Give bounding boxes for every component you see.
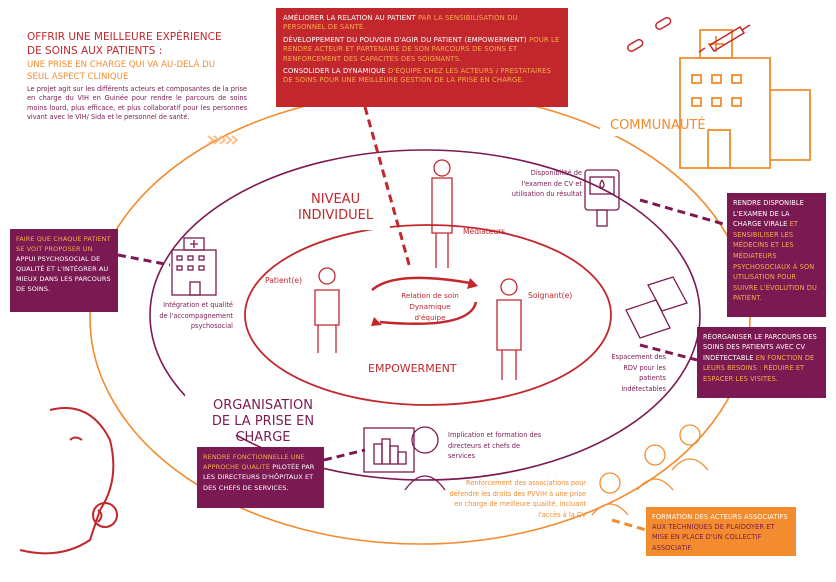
label-organisation-line2: DE LA PRISE EN CHARGE <box>211 414 315 445</box>
top-box-p2-strong: DÉVELOPPEMENT DU POUVOIR D'AGIR DU PATIE… <box>283 35 527 44</box>
top-box-p1-rest: PAR LA SENSIBILISATION DU PERSONNEL DE S… <box>283 14 518 32</box>
pill-icon <box>627 16 672 52</box>
right-box2-highlight: EN FONCTION DE LEURS BESOINS : RÉDUIRE E… <box>703 353 815 383</box>
psychosocial-box: FAIRE QUE CHAQUE PATIENT SE VOIT PROPOSE… <box>10 229 118 312</box>
top-box-p3-rest: D'ÉQUIPE CHEZ LES ACTEURS / PRESTATAIRES… <box>283 67 552 85</box>
label-individuel: INDIVIDUEL <box>298 208 374 223</box>
cv-test-device-icon <box>584 169 620 227</box>
hospital-icon <box>679 29 811 169</box>
hospital-icon <box>171 237 217 296</box>
label-renforcement: Renforcement des associations pour défen… <box>449 479 587 519</box>
quality-approach-box: RENDRE FONCTIONNELLE UNE APPROCHE QUALIT… <box>197 447 324 508</box>
bottom-right-box-highlight: AUX TECHNIQUES DE PLAIDOYER ET MISE EN P… <box>652 523 775 552</box>
label-integration: Intégration et qualité de l'accompagneme… <box>159 301 233 330</box>
calendar-icon <box>625 276 688 339</box>
chevron-decoration <box>207 135 239 145</box>
bottom-left-box-highlight: RENDRE FONCTIONNELLE UNE APPROCHE QUALIT… <box>203 453 305 472</box>
syringe-icon <box>698 24 751 53</box>
intro-title: OFFRIR UNE MEILLEURE EXPÉRIENCE DE SOINS … <box>27 30 247 58</box>
label-niveau: NIVEAU <box>311 192 361 207</box>
label-soignant: Soignant(e) <box>528 291 573 300</box>
mediator-figure <box>431 159 453 268</box>
label-mediateurs: Médiateurs <box>463 227 506 236</box>
top-box-p2-rest: POUR LE RENDRE ACTEUR ET PARTENAIRE DE S… <box>283 35 560 63</box>
left-box-rest: APPUI PSYCHOSOCIAL DE QUALITÉ ET L'INTÉG… <box>16 255 111 293</box>
top-box-p1-strong: AMÉLIORER LA RELATION AU PATIENT <box>283 14 416 22</box>
intro-subtitle-line1: UNE PRISE EN CHARGE QUI VA AU-DELÀ DU <box>27 60 215 70</box>
label-implication: Implication et formation des directeurs … <box>448 431 542 460</box>
reorganise-box: RÉORGANISER LE PARCOURS DES SOINS DES PA… <box>697 327 826 398</box>
top-box-p3-strong: CONSOLIDER LA DYNAMIQUE <box>283 67 386 76</box>
label-patient: Patient(e) <box>265 276 303 285</box>
associative-training-box: FORMATION DES ACTEURS ASSOCIATIFS AUX TE… <box>646 507 796 556</box>
phone-person-face <box>19 407 118 555</box>
doctor-figure <box>496 278 522 380</box>
label-empowerment: EMPOWERMENT <box>368 362 457 375</box>
bottom-left-box-rest: PILOTÉE PAR LES DIRECTEURS D'HÔPITAUX ET… <box>203 463 315 492</box>
label-equipe: d'équipe <box>414 313 446 322</box>
community-people-figure <box>591 424 709 516</box>
left-box-highlight: FAIRE QUE CHAQUE PATIENT SE VOIT PROPOSE… <box>16 235 111 253</box>
label-organisation-line1: ORGANISATION <box>213 398 313 413</box>
individual-ellipse <box>244 224 612 406</box>
right-box1-highlight: ET SENSIBILISER LES MÉDECINS ET LES MÉDI… <box>733 220 817 303</box>
label-communaute: COMMUNAUTÉ <box>610 118 706 133</box>
intro-title-line2: DE SOINS AUX PATIENTS : <box>27 45 163 57</box>
label-dynamique: Dynamique <box>409 302 451 311</box>
intro-body: Le projet agit sur les différents acteur… <box>27 85 247 121</box>
patient-figure <box>314 267 340 353</box>
presentation-chart-icon <box>363 426 446 491</box>
bottom-right-box-strong: FORMATION DES ACTEURS ASSOCIATIFS <box>652 513 788 521</box>
right-box1-strong: RENDRE DISPONIBLE L'EXAMEN DE LA CHARGE … <box>733 199 804 229</box>
label-relation: Relation de soin <box>401 291 459 300</box>
label-cv: Disponibilité de l'examen de CV et utili… <box>511 169 582 198</box>
viral-load-box: RENDRE DISPONIBLE L'EXAMEN DE LA CHARGE … <box>727 193 826 317</box>
organisation-ellipse <box>149 149 701 481</box>
intro-subtitle-line2: SEUL ASPECT CLINIQUE <box>27 72 129 82</box>
right-box2-strong: RÉORGANISER LE PARCOURS DES SOINS DES PA… <box>703 333 817 362</box>
intro-block: OFFRIR UNE MEILLEURE EXPÉRIENCE DE SOINS … <box>27 30 247 122</box>
cycle-arrows <box>371 276 478 325</box>
top-objectives-box: AMÉLIORER LA RELATION AU PATIENT PAR LA … <box>276 8 568 107</box>
intro-subtitle: UNE PRISE EN CHARGE QUI VA AU-DELÀ DU SEU… <box>27 59 247 83</box>
label-espacement: Espacement des RDV pour les patients ind… <box>611 353 666 393</box>
intro-title-line1: OFFRIR UNE MEILLEURE EXPÉRIENCE <box>27 31 222 43</box>
